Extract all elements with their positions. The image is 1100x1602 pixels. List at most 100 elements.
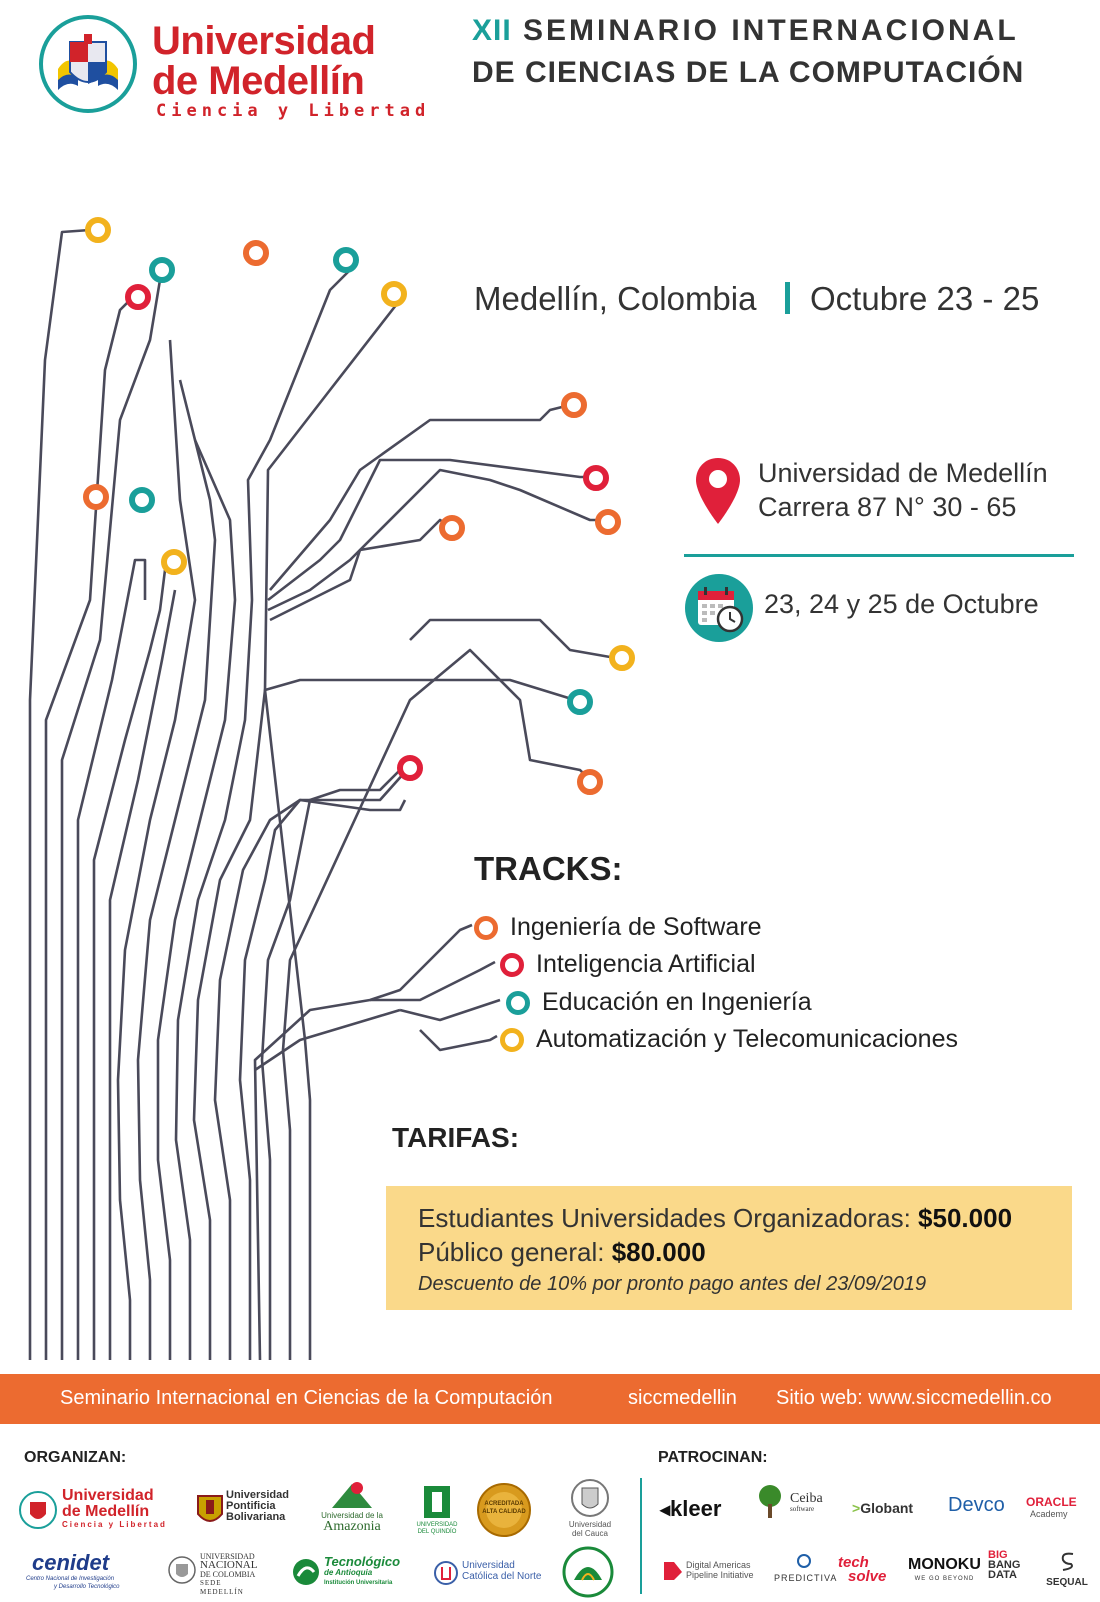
- logo-text: Centro Nacional de Investigación: [26, 1576, 115, 1582]
- crest-icon: [197, 1495, 223, 1522]
- track-item: Ingeniería de Software: [474, 913, 762, 942]
- track-label: Inteligencia Artificial: [536, 950, 756, 978]
- track-dot-icon: [500, 952, 524, 977]
- logo-text: software: [790, 1505, 815, 1513]
- track-label: Ingeniería de Software: [510, 913, 762, 941]
- green-seal-logo: [562, 1546, 614, 1598]
- amazonia-emblem-icon: [332, 1482, 372, 1508]
- university-name-line2: de Medellín: [152, 59, 365, 103]
- logo-text: Bolivariana: [226, 1511, 286, 1523]
- logo-text: PREDICTIVA: [774, 1573, 838, 1583]
- track-label: Automatización y Telecomunicaciones: [536, 1025, 958, 1053]
- logo-text: Institución Universitaria: [324, 1580, 393, 1586]
- seminar-title-line1: SEMINARIO INTERNACIONAL: [523, 14, 1019, 47]
- logo-cenidet: cenidet Centro Nacional de Investigación…: [24, 1550, 154, 1594]
- city-date-separator: [785, 282, 790, 314]
- fee-public-amount: $80.000: [611, 1237, 706, 1267]
- fee-students-amount: $50.000: [918, 1203, 1013, 1233]
- logo-text: y Desarrollo Tecnológico: [54, 1584, 120, 1590]
- logo-text: Digital Americas: [686, 1560, 751, 1570]
- location-pin-icon: [696, 458, 740, 524]
- calendar-clock-icon: [685, 574, 753, 642]
- logo-oracle: ORACLE Academy: [1026, 1496, 1077, 1520]
- venue-divider: [684, 554, 1074, 557]
- logo-text: BANG: [988, 1559, 1021, 1571]
- tracks-title: TRACKS:: [474, 850, 623, 887]
- logo-text: tech: [838, 1554, 869, 1571]
- seal-icon: [19, 1491, 57, 1529]
- logo-pontificia-bolivariana: Universidad Pontificia Bolivariana: [196, 1490, 296, 1536]
- tarifas-box: [386, 1186, 1072, 1310]
- logo-devco: Devco: [948, 1494, 1005, 1517]
- logos-divider: [640, 1478, 642, 1594]
- logo-sequal: SEQUAL: [1040, 1550, 1094, 1590]
- logo-text: ALTA CALIDAD: [482, 1509, 526, 1515]
- track-dot-icon: [500, 1027, 524, 1052]
- logo-text: solve: [848, 1568, 887, 1585]
- logo-text: cenidet: [32, 1550, 110, 1575]
- event-date-range: Octubre 23 - 25: [810, 280, 1040, 317]
- sequal-icon: [1061, 1552, 1074, 1571]
- logo-bigbangdata: BIG BANG DATA: [988, 1550, 1021, 1581]
- university-name-line1: Universidad: [152, 19, 376, 63]
- cauca-seal-icon: [571, 1479, 609, 1517]
- event-city: Medellín, Colombia: [474, 280, 757, 317]
- fee-public: Público general: $80.000: [418, 1237, 706, 1268]
- logo-text: MONOKU: [908, 1556, 981, 1573]
- logo-quindio: UNIVERSIDAD DEL QUINDÍO: [412, 1484, 462, 1536]
- track-item: Inteligencia Artificial: [500, 950, 756, 979]
- logo-kleer: ◂kleer: [660, 1496, 722, 1521]
- logo-text: Universidad: [568, 1520, 612, 1529]
- sponsors-label: PATROCINAN:: [658, 1449, 768, 1466]
- logo-text: Pontificia: [226, 1500, 276, 1512]
- logo-text: Universidad: [62, 1487, 154, 1504]
- logo-text: Academy: [1030, 1509, 1068, 1519]
- logo-text: kleer: [670, 1496, 722, 1521]
- logo-text: del Cauca: [571, 1529, 609, 1538]
- logo-text: SEQUAL: [1046, 1577, 1088, 1588]
- logo-text: de Antioquia: [324, 1568, 373, 1577]
- logo-predictiva: PREDICTIVA: [774, 1554, 838, 1590]
- logo-monoku: MONOKU WE GO BEYOND: [908, 1556, 981, 1586]
- logo-nacional: UNIVERSIDAD NACIONAL DE COLOMBIA SEDE ME…: [168, 1550, 268, 1596]
- footer-bar: [0, 1374, 1100, 1424]
- logo-digital-americas: Digital Americas Pipeline Initiative: [662, 1558, 762, 1586]
- quindio-emblem-icon: [424, 1486, 450, 1518]
- logo-catolica-norte: Universidad Católica del Norte: [434, 1558, 544, 1590]
- logo-text: WE GO BEYOND: [914, 1576, 975, 1582]
- seminar-number: XII: [472, 14, 512, 47]
- footer-handle[interactable]: siccmedellin: [628, 1387, 737, 1409]
- university-motto: Ciencia y Libertad: [156, 101, 431, 121]
- logo-text: DE COLOMBIA: [200, 1570, 256, 1579]
- logo-text: Globant: [860, 1500, 914, 1516]
- footer-website-link[interactable]: Sitio web: www.siccmedellin.co: [776, 1387, 1052, 1409]
- tarifas-title: TARIFAS:: [392, 1122, 520, 1153]
- logo-ceiba: Ceiba software: [752, 1484, 832, 1524]
- catolica-emblem-icon: [434, 1561, 458, 1585]
- venue-address: Carrera 87 N° 30 - 65: [758, 492, 1017, 522]
- venue-name: Universidad de Medellín: [758, 458, 1048, 488]
- logo-text: Amazonia: [323, 1519, 381, 1534]
- digital-americas-icon: [664, 1562, 682, 1580]
- fee-public-label: Público general:: [418, 1237, 612, 1267]
- tecnologico-emblem-icon: [293, 1559, 319, 1585]
- seminar-title-line2: DE CIENCIAS DE LA COMPUTACIÓN: [472, 56, 1025, 89]
- university-seal-logo: [39, 15, 137, 113]
- logo-text: UNIVERSIDAD: [200, 1552, 255, 1561]
- logo-text: UNIVERSIDAD: [416, 1522, 458, 1528]
- logo-text: SEDE MEDELLÍN: [200, 1579, 244, 1596]
- fee-students: Estudiantes Universidades Organizadoras:…: [418, 1203, 1012, 1234]
- logo-text: DATA: [988, 1569, 1017, 1581]
- logo-techsolve: tech solve: [838, 1554, 887, 1585]
- logo-text: Ciencia y Libertad: [62, 1520, 167, 1529]
- fee-students-label: Estudiantes Universidades Organizadoras:: [418, 1203, 919, 1233]
- logo-tecnologico-antioquia: Tecnológico de Antioquia Institución Uni…: [292, 1555, 422, 1592]
- logo-universidad-de-medellin: Universidad de Medellín Ciencia y Libert…: [18, 1488, 168, 1534]
- logo-text: Ceiba: [790, 1491, 823, 1506]
- tree-icon: [759, 1485, 781, 1518]
- logo-amazonia: Universidad de la Amazonia: [312, 1480, 392, 1536]
- logo-text: DEL QUINDÍO: [417, 1529, 457, 1535]
- track-item: Educación en Ingeniería: [506, 988, 812, 1017]
- logo-text: Universidad de la: [321, 1511, 383, 1520]
- predictiva-icon: [797, 1554, 811, 1568]
